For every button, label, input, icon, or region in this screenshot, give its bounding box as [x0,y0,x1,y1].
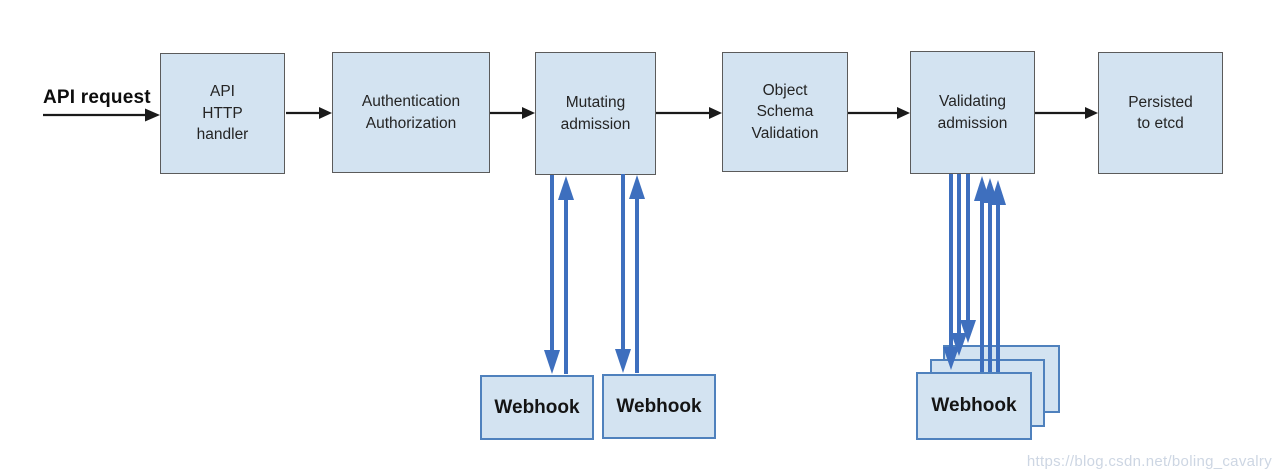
api-request-arrow [43,108,160,122]
webhook-arrows [544,174,1006,374]
mutating-webhook-1: Webhook [480,375,594,440]
watermark: https://blog.csdn.net/boling_cavalry [1026,453,1272,470]
mutating-webhook2-call-arrow [615,174,631,373]
arrow-validating-to-etcd [1035,107,1098,119]
validating-webhook-response-arrow-3 [990,180,1006,372]
mutating-webhook-2: Webhook [602,374,716,439]
api-request-label: API request [43,87,151,108]
node-authentication-authorization: Authentication Authorization [332,52,490,173]
arrow-schema-to-validating [848,107,910,119]
validating-webhook-response-arrow-1 [974,176,990,372]
validating-webhook-response-arrow-2 [982,178,998,372]
arrow-mutating-to-schema [656,107,722,119]
node-object-schema-validation: Object Schema Validation [722,52,848,172]
mutating-webhook2-response-arrow [629,175,645,373]
mutating-webhook1-call-arrow [544,175,560,374]
mutating-webhook1-response-arrow [558,176,574,374]
validating-webhook-call-arrow-2 [951,174,967,356]
validating-webhook-front: Webhook [916,372,1032,440]
validating-webhook-call-arrow-1 [960,174,976,343]
node-api-http-handler: API HTTP handler [160,53,285,174]
arrow-handler-to-auth [286,107,332,119]
node-persisted-to-etcd: Persisted to etcd [1098,52,1223,174]
node-mutating-admission: Mutating admission [535,52,656,175]
validating-webhook-call-arrow-3 [943,174,959,370]
arrow-auth-to-mutating [490,107,535,119]
node-validating-admission: Validating admission [910,51,1035,174]
